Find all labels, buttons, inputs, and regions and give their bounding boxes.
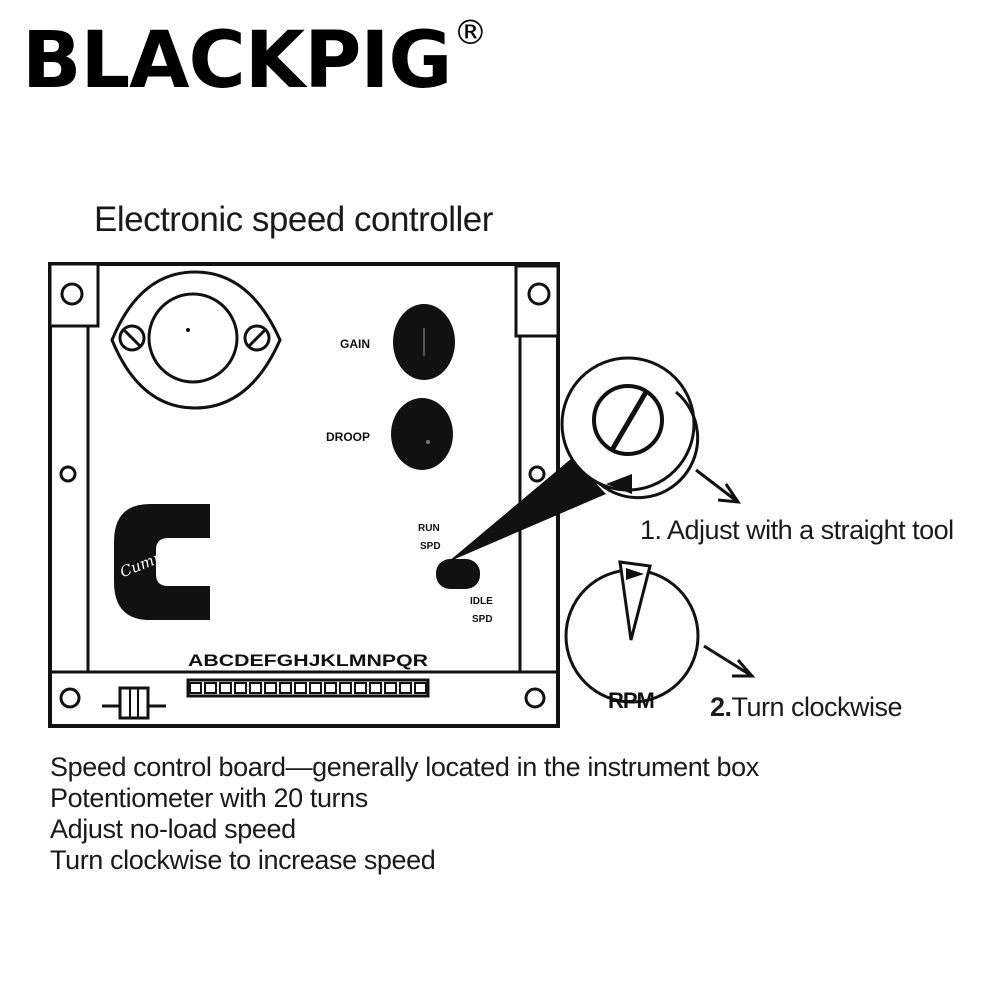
terminal-box (384, 682, 397, 694)
idle-label-1: IDLE (470, 596, 493, 607)
description-line-3: Adjust no-load speed (50, 814, 296, 844)
description-line-1: Speed control board—generally located in… (50, 752, 759, 782)
run-label-2: SPD (420, 541, 441, 552)
terminal-box (324, 682, 337, 694)
brand-name: BLACKPIG (22, 16, 452, 106)
droop-label: DROOP (326, 430, 370, 444)
terminal-box (249, 682, 262, 694)
rpm-dial (564, 560, 700, 704)
speed-potentiometer (436, 559, 480, 589)
registered-mark: ® (453, 13, 487, 53)
terminal-box (264, 682, 277, 694)
mount-hole-right-mid (528, 465, 546, 483)
mount-hole-bottom-right (524, 687, 546, 709)
mount-hole-top-left (60, 282, 84, 306)
step2-number: 2. (710, 692, 732, 722)
power-transistor (110, 270, 282, 410)
description-block: Speed control board—generally located in… (50, 752, 759, 876)
terminal-box (279, 682, 292, 694)
magnified-potentiometer (560, 356, 700, 500)
step2-label: Turn clockwise (731, 692, 903, 722)
brand-logo: BLACKPIG® (22, 16, 487, 100)
terminal-box (399, 682, 412, 694)
mount-hole-top-right (527, 282, 551, 306)
description-line-4: Turn clockwise to increase speed (50, 845, 436, 875)
fuse-component (102, 686, 166, 720)
terminal-box (369, 682, 382, 694)
terminal-box (339, 682, 352, 694)
terminal-box (204, 682, 217, 694)
description-line-2: Potentiometer with 20 turns (50, 783, 368, 813)
mount-hole-bottom-left (59, 687, 81, 709)
gain-potentiometer (393, 304, 455, 380)
diagram-title: Electronic speed controller (94, 200, 493, 239)
step1-text: 1. Adjust with a straight tool (640, 515, 954, 545)
terminal-box (234, 682, 247, 694)
terminal-box (354, 682, 367, 694)
terminal-box (189, 682, 202, 694)
idle-label-2: SPD (472, 614, 493, 625)
droop-potentiometer (391, 398, 453, 470)
run-label-1: RUN (418, 523, 440, 534)
terminal-box (309, 682, 322, 694)
arrow-step1 (695, 468, 742, 504)
gain-label: GAIN (340, 337, 370, 351)
terminal-strip-frame (186, 678, 430, 698)
rpm-label: RPM (608, 688, 654, 713)
terminal-box (219, 682, 232, 694)
terminal-box (294, 682, 307, 694)
arrow-step2 (703, 644, 756, 678)
mount-hole-left-mid (59, 465, 77, 483)
terminal-letters: ABCDEFGHJKLMNPQR (188, 651, 428, 670)
step2-text: 2.Turn clockwise (710, 692, 903, 722)
terminal-box (414, 682, 427, 694)
magnify-callout-cone (448, 458, 606, 562)
terminal-strip (186, 678, 430, 698)
